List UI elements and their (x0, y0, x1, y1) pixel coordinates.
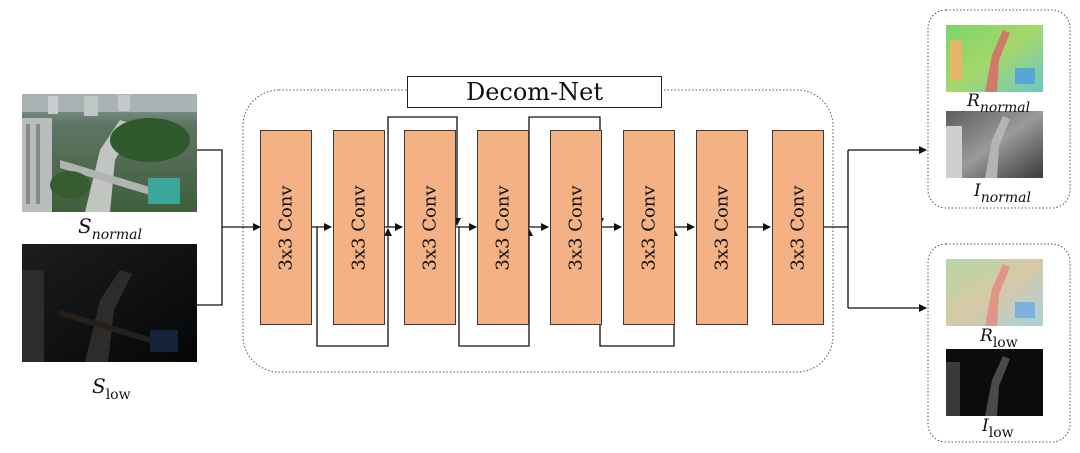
conv-label: 3x3 Conv (492, 184, 514, 271)
conv-block-1: 3x3 Conv (260, 130, 312, 325)
conv-label: 3x3 Conv (348, 184, 370, 271)
label-s-normal: Snormal (78, 214, 142, 243)
conv-label: 3x3 Conv (419, 184, 441, 271)
label-s-low: Slow (92, 374, 131, 403)
output-image-r-normal (946, 25, 1043, 92)
conv-block-7: 3x3 Conv (696, 130, 748, 325)
conv-label: 3x3 Conv (711, 184, 733, 271)
output-image-i-low (946, 349, 1043, 416)
conv-block-8: 3x3 Conv (772, 130, 824, 325)
conv-label: 3x3 Conv (638, 184, 660, 271)
label-i-normal: Inormal (974, 181, 1031, 206)
input-image-normal (22, 94, 197, 212)
decom-net-title: Decom-Net (407, 76, 662, 108)
label-r-low: Rlow (980, 326, 1018, 351)
conv-label: 3x3 Conv (787, 184, 809, 271)
input-image-low (22, 244, 197, 362)
output-image-r-low (946, 259, 1043, 326)
label-i-low: Ilow (982, 416, 1014, 441)
conv-block-4: 3x3 Conv (477, 130, 529, 325)
conv-block-3: 3x3 Conv (404, 130, 456, 325)
label-r-normal: Rnormal (967, 91, 1031, 116)
conv-block-5: 3x3 Conv (550, 130, 602, 325)
output-image-i-normal (946, 111, 1043, 178)
output-split-connector (822, 146, 927, 312)
conv-block-6: 3x3 Conv (623, 130, 675, 325)
conv-label: 3x3 Conv (275, 184, 297, 271)
conv-label: 3x3 Conv (565, 184, 587, 271)
input-merge-connector (197, 149, 261, 306)
conv-block-2: 3x3 Conv (333, 130, 385, 325)
